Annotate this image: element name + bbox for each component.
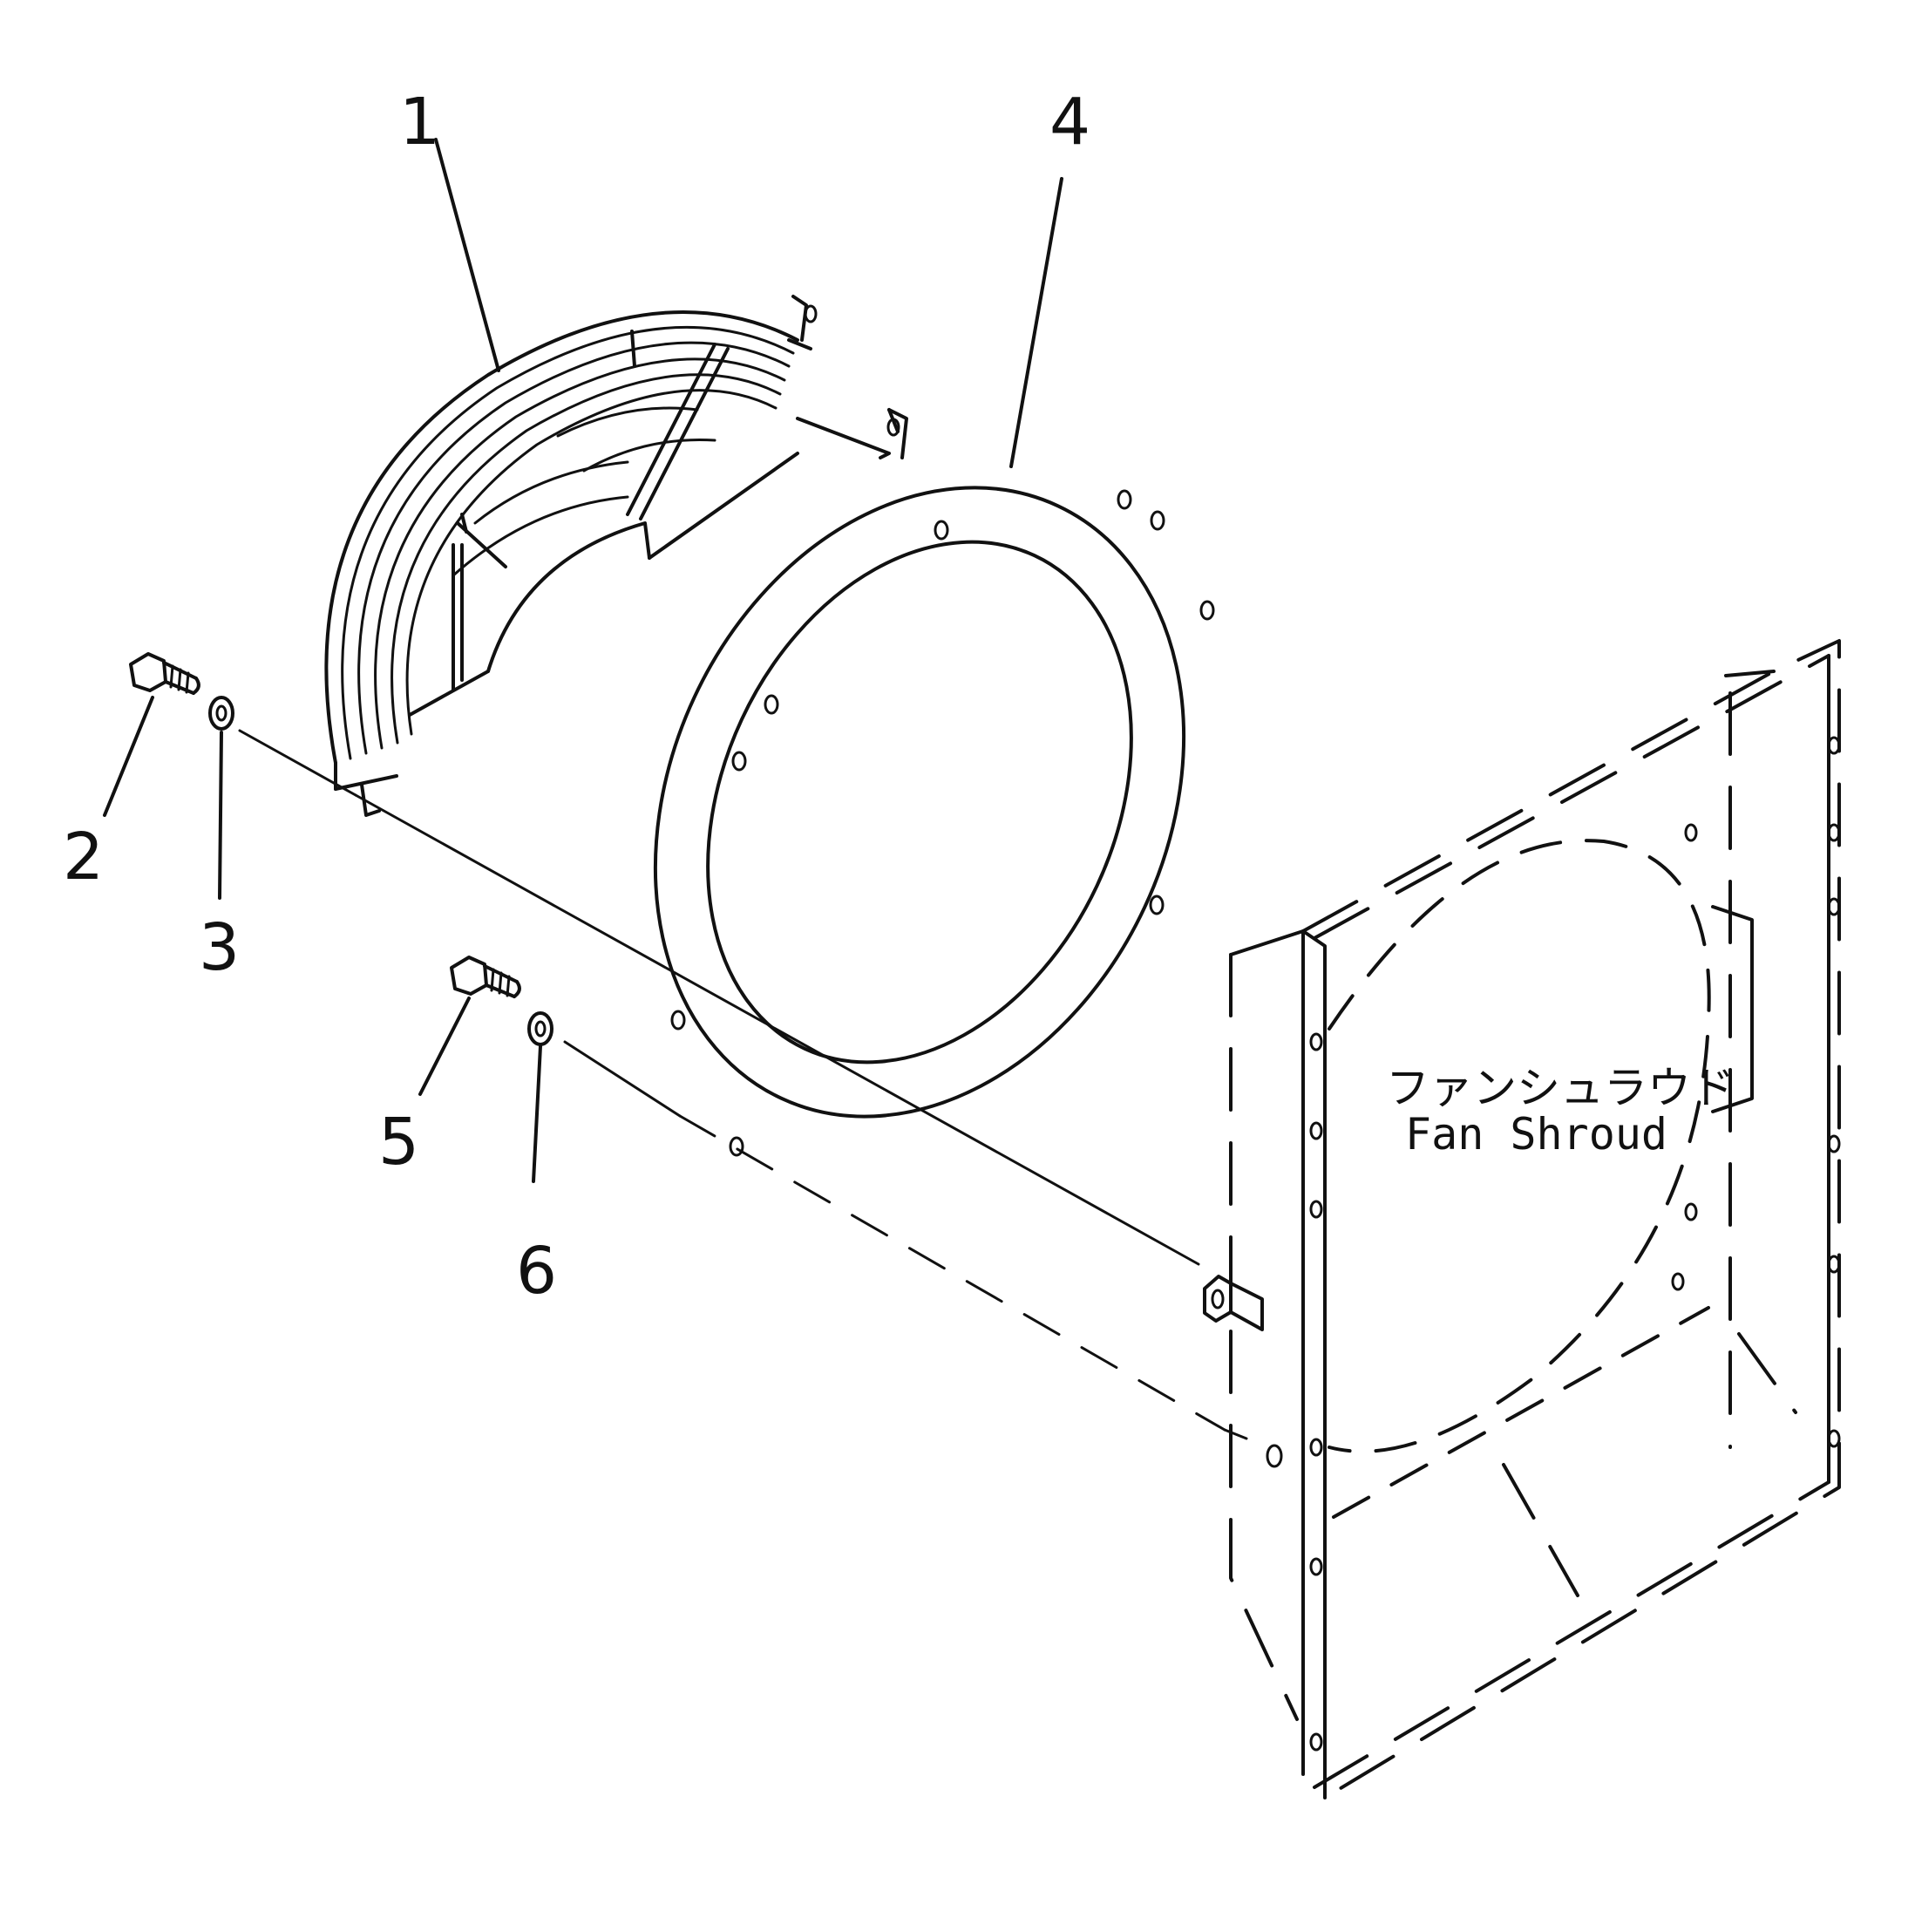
assembly-lines [238,729,1248,1440]
washer-part-6 [527,1011,553,1046]
callout-1: 1 [399,85,440,160]
gasket-ring-part-4 [653,486,1215,1157]
fan-shroud-label-jp: ファンシュラウド [1386,1063,1735,1113]
leader-lines [103,138,1063,1183]
callout-6: 6 [516,1234,557,1309]
bolt-part-2 [129,652,200,695]
fan-guard-part-1 [324,295,908,817]
callout-4: 4 [1049,85,1090,160]
callout-5: 5 [378,1105,419,1180]
bolt-part-5 [450,956,521,998]
fan-shroud-label-en: Fan Shroud [1405,1109,1667,1160]
callout-numbers: 1 2 3 4 5 6 [63,85,1090,1309]
washer-part-3 [208,696,234,731]
fan-shroud: ファンシュラウド Fan Shroud [1203,639,1841,1799]
callout-3: 3 [199,910,240,985]
callout-2: 2 [63,820,104,895]
